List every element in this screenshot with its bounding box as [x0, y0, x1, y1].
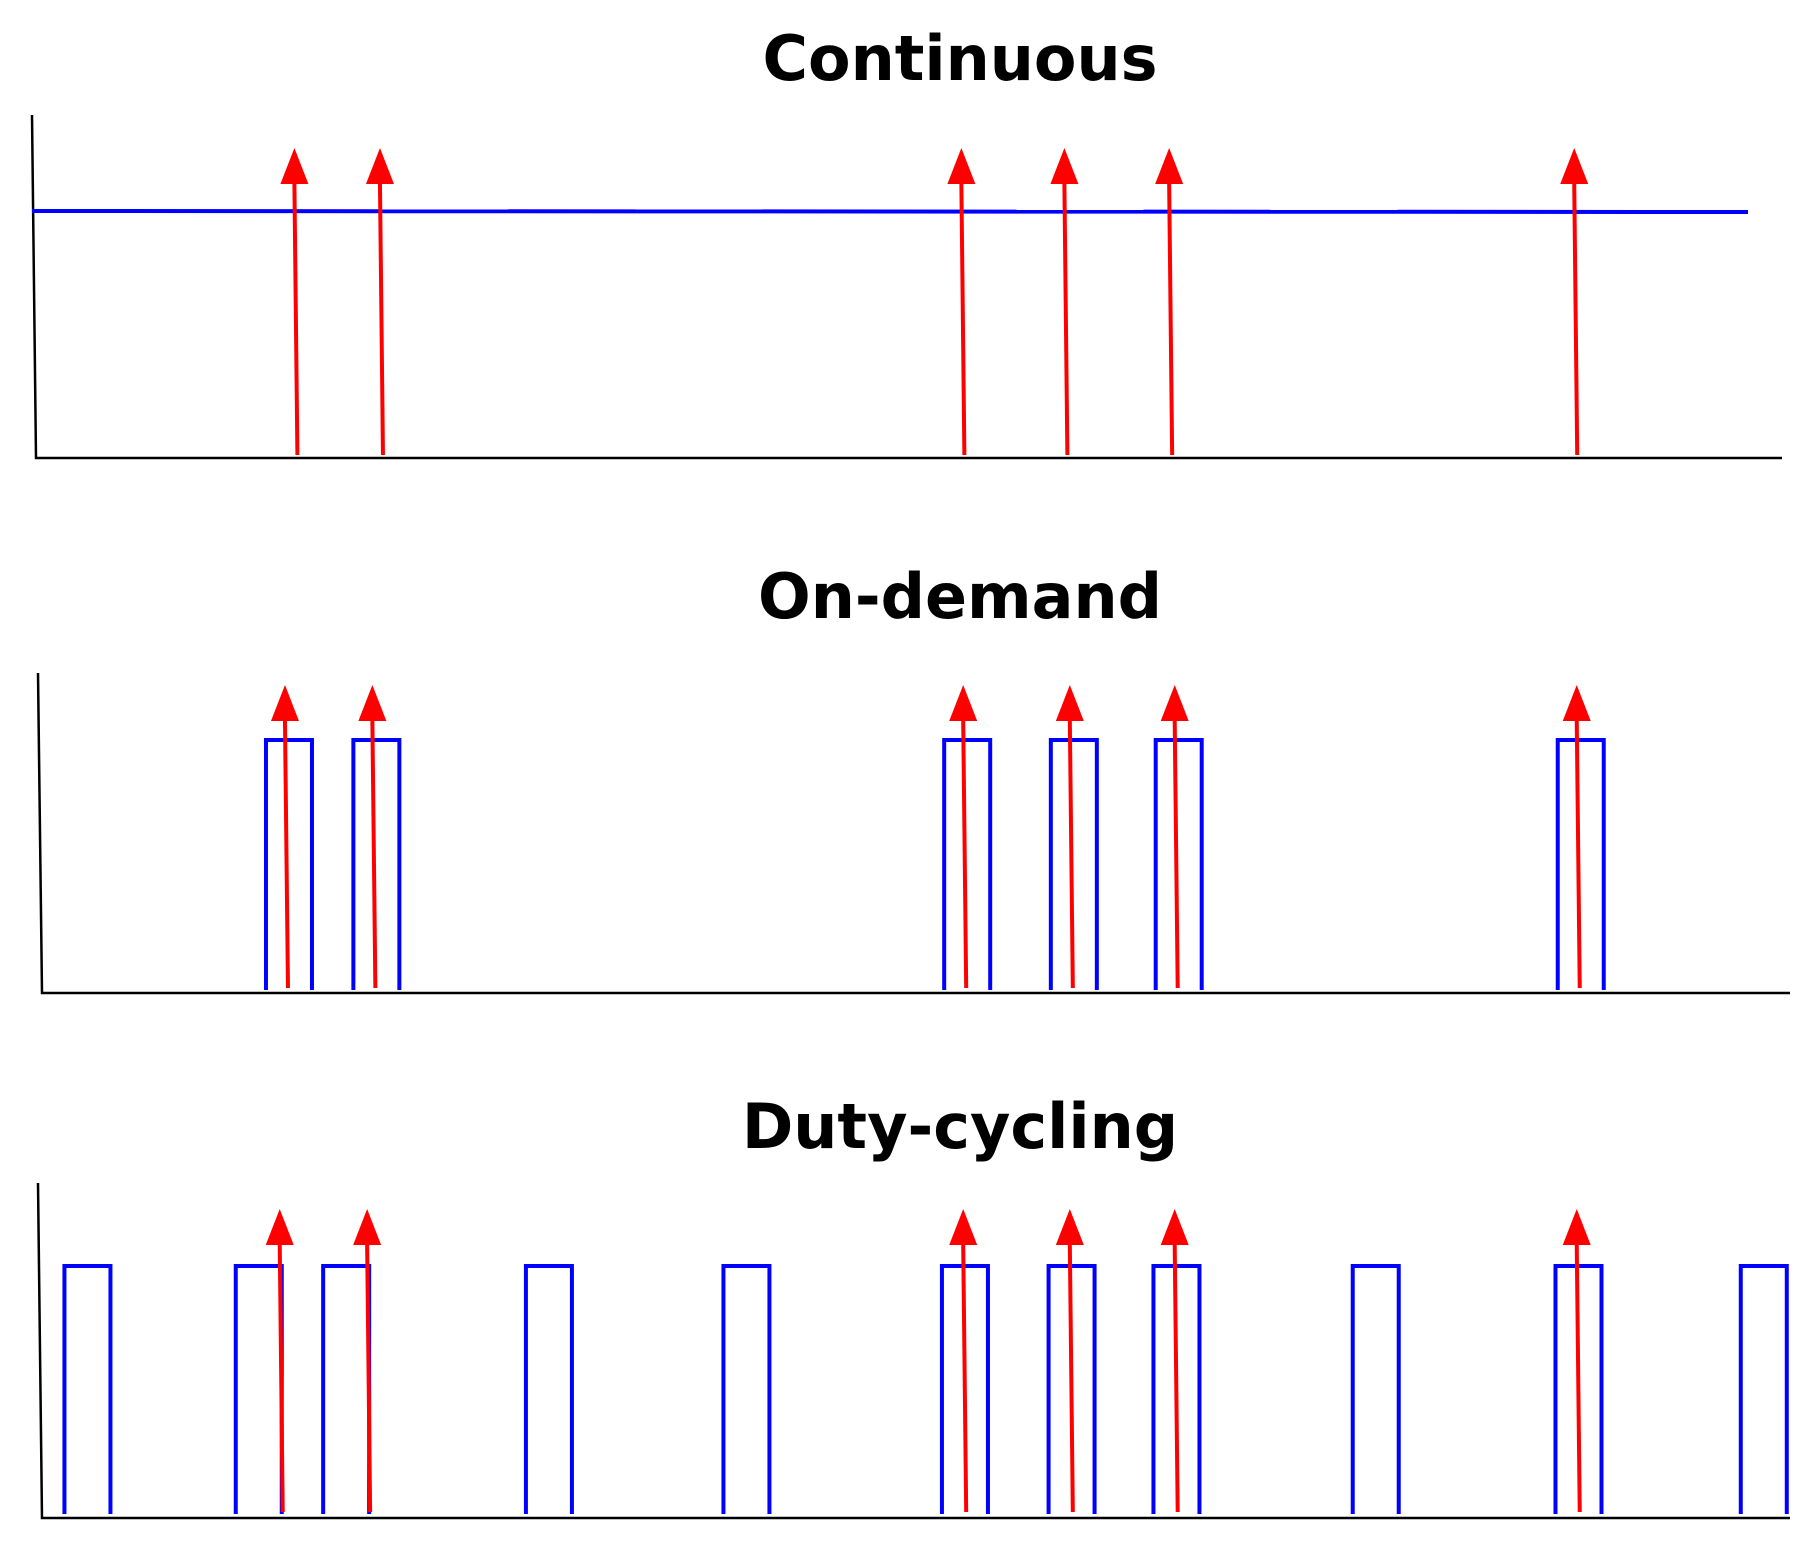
event-arrow-duty-cycling-1 [277, 1244, 285, 1513]
event-arrow-duty-cycling-6 [1574, 1244, 1582, 1513]
event-arrowhead-continuous-6 [1560, 148, 1589, 184]
event-arrowhead-on-demand-2 [358, 685, 387, 721]
sensing-pulse-on-demand-6 [1555, 738, 1606, 990]
event-arrows-on-demand [270, 685, 1591, 989]
axis-continuous [30, 114, 1782, 460]
panel-title-duty-cycling: Duty-cycling [742, 1090, 1178, 1163]
event-arrow-on-demand-6 [1574, 720, 1582, 989]
event-arrow-continuous-1 [292, 183, 300, 456]
event-arrowhead-continuous-4 [1050, 148, 1079, 184]
event-arrows-duty-cycling [265, 1209, 1591, 1513]
event-arrowhead-on-demand-1 [270, 685, 299, 721]
event-arrow-duty-cycling-2 [365, 1244, 373, 1513]
event-arrows-continuous [280, 148, 1589, 456]
sensing-pulse-on-demand-4 [1048, 738, 1099, 990]
sensing-pulse-on-demand-3 [942, 738, 993, 990]
event-arrow-on-demand-3 [961, 720, 969, 989]
sensing-pulse-duty-cycling-3 [321, 1264, 372, 1514]
event-arrowhead-on-demand-3 [949, 685, 978, 721]
event-arrowhead-duty-cycling-2 [353, 1209, 382, 1245]
event-arrowhead-on-demand-4 [1055, 685, 1084, 721]
event-arrowhead-on-demand-6 [1562, 685, 1591, 721]
axis-duty-cycling [36, 1182, 1790, 1520]
event-arrow-continuous-6 [1572, 183, 1580, 456]
event-arrowhead-duty-cycling-6 [1562, 1209, 1591, 1245]
event-arrow-on-demand-2 [370, 720, 378, 989]
sensing-signal-continuous [31, 209, 1749, 214]
sensing-pulse-duty-cycling-4 [523, 1264, 574, 1514]
sensing-pulses-duty-cycling [62, 1264, 1789, 1514]
event-arrowhead-continuous-3 [947, 148, 976, 184]
event-arrow-on-demand-1 [282, 720, 290, 989]
axis-on-demand [36, 672, 1790, 995]
sensing-pulse-on-demand-5 [1153, 738, 1204, 990]
event-arrowhead-continuous-2 [365, 148, 394, 184]
event-arrow-continuous-2 [377, 183, 385, 456]
panel-on-demand: On-demand [36, 560, 1790, 995]
sensing-pulse-duty-cycling-5 [721, 1264, 772, 1514]
event-arrowhead-duty-cycling-3 [949, 1209, 978, 1245]
sensing-pulse-duty-cycling-2 [233, 1264, 284, 1514]
event-arrow-on-demand-5 [1172, 720, 1180, 989]
event-arrow-on-demand-4 [1067, 720, 1075, 989]
panel-duty-cycling: Duty-cycling [36, 1090, 1790, 1520]
sensing-pulse-on-demand-2 [351, 738, 402, 990]
event-arrowhead-duty-cycling-5 [1160, 1209, 1189, 1245]
event-arrow-continuous-4 [1062, 183, 1070, 456]
event-arrow-continuous-3 [959, 183, 967, 456]
panel-continuous: Continuous [30, 22, 1782, 460]
panel-title-continuous: Continuous [762, 22, 1157, 95]
sensing-pulse-duty-cycling-1 [62, 1264, 113, 1514]
event-arrow-continuous-5 [1167, 183, 1175, 456]
sensing-pulse-duty-cycling-11 [1738, 1264, 1789, 1514]
sensing-pulse-on-demand-1 [263, 738, 314, 990]
event-arrowhead-on-demand-5 [1160, 685, 1189, 721]
event-arrow-duty-cycling-5 [1172, 1244, 1180, 1513]
sensing-pulse-duty-cycling-9 [1350, 1264, 1401, 1514]
event-arrowhead-continuous-1 [280, 148, 309, 184]
event-arrow-duty-cycling-3 [961, 1244, 969, 1513]
event-arrowhead-continuous-5 [1155, 148, 1184, 184]
sensing-pulses-on-demand [263, 738, 1606, 990]
panel-title-on-demand: On-demand [758, 560, 1162, 633]
event-arrow-duty-cycling-4 [1067, 1244, 1075, 1513]
event-arrowhead-duty-cycling-1 [265, 1209, 294, 1245]
event-arrowhead-duty-cycling-4 [1055, 1209, 1084, 1245]
